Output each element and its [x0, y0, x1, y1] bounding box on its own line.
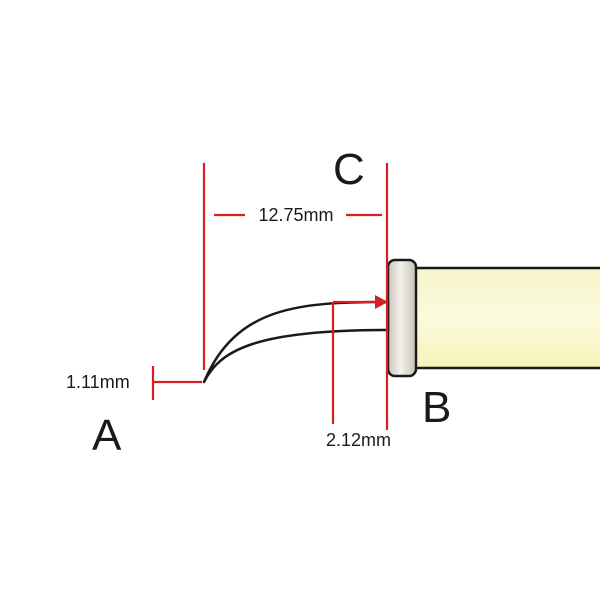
length-dimension-label: 12.75mm — [258, 205, 333, 225]
point-a-label: A — [92, 411, 122, 460]
point-b-label: B — [422, 383, 451, 432]
tip-width-label: 1.11mm — [66, 372, 130, 392]
tool-handle — [412, 266, 600, 370]
curved-tip-body — [202, 300, 390, 384]
base-width-label: 2.12mm — [326, 430, 391, 450]
arrow-head — [375, 295, 388, 309]
tool-collar — [386, 258, 418, 378]
point-c-label: C — [333, 145, 365, 194]
